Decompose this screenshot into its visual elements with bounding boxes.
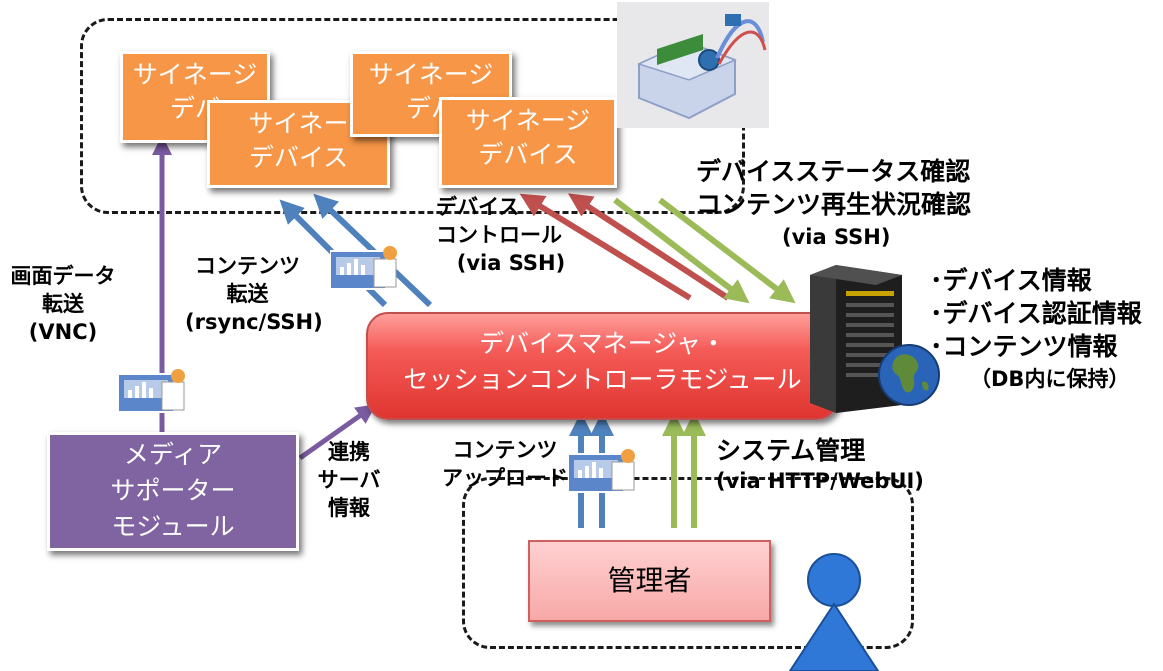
label-db-info: ･デバイス情報 ･デバイス認証情報 ･コンテンツ情報 （DB内に保持） bbox=[930, 266, 1142, 391]
signage-device-4: サイネージ デバイス bbox=[439, 97, 617, 188]
label-status-check: デバイスステータス確認 コンテンツ再生状況確認 (via SSH) bbox=[696, 157, 972, 249]
label-device-control: デバイス コントロール (via SSH) bbox=[436, 195, 566, 275]
content-image-icon bbox=[118, 368, 188, 414]
label-screen-transfer: 画面データ 転送 (VNC) bbox=[10, 264, 116, 344]
label-content-upload: コンテンツ アップロード bbox=[442, 438, 568, 490]
media-supporter-module: メディア サポーター モジュール bbox=[47, 432, 299, 551]
arrow-linked-server bbox=[298, 404, 377, 461]
label-linked-server: 連携 サーバ 情報 bbox=[317, 440, 381, 520]
arrow-device-control-2 bbox=[567, 193, 730, 301]
label-system-admin: システム管理 (via HTTP/WebUI) bbox=[716, 436, 924, 493]
content-image-icon bbox=[568, 448, 638, 494]
device-manager-module: デバイスマネージャ・ セッションコントローラモジュール bbox=[366, 312, 839, 420]
arrow-device-control-1 bbox=[519, 193, 692, 301]
content-image-icon bbox=[330, 245, 400, 291]
person-icon bbox=[778, 552, 890, 671]
device-photo bbox=[617, 2, 769, 128]
admin-box: 管理者 bbox=[528, 540, 771, 622]
arrow-status-check-1 bbox=[613, 197, 750, 304]
label-content-transfer: コンテンツ 転送 (rsync/SSH) bbox=[185, 254, 323, 334]
admin-group bbox=[462, 477, 914, 649]
arrow-status-check-2 bbox=[658, 197, 796, 304]
globe-icon bbox=[876, 342, 942, 408]
